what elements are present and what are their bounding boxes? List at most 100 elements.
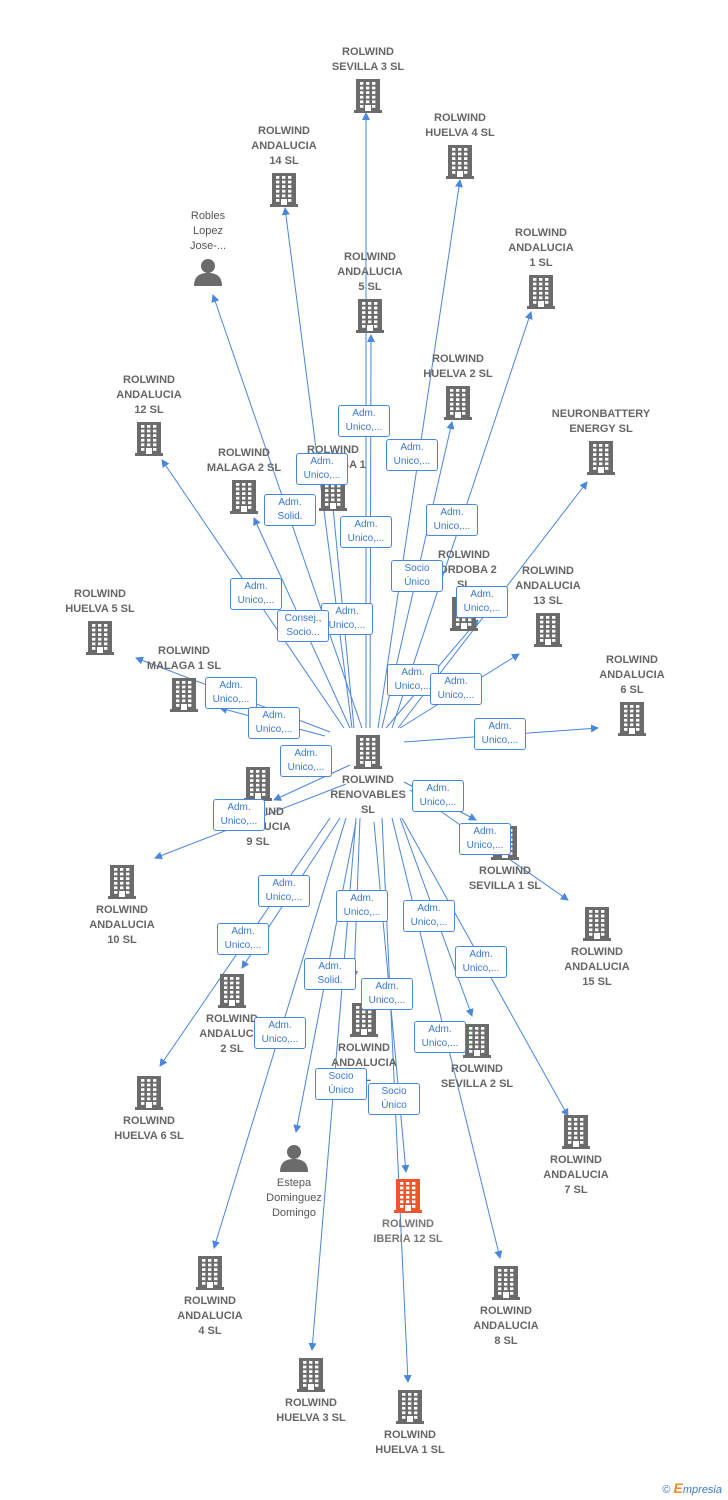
node-label: NEURONBATTERY ENERGY SL (551, 408, 651, 435)
role-badge-12[interactable]: Adm. Unico,... (430, 673, 482, 705)
node-label: ROLWIND SEVILLA 3 SL (331, 46, 405, 73)
node-neuronbattery[interactable]: NEURONBATTERY ENERGY SL (541, 407, 661, 475)
role-badge-29[interactable]: Socio Único (315, 1068, 367, 1100)
node-estepa[interactable]: Estepa Dominguez Domingo (234, 1144, 354, 1221)
node-andalucia6[interactable]: ROLWIND ANDALUCIA 6 SL (572, 653, 692, 736)
node-label: ROLWIND HUELVA 2 SL (423, 353, 493, 380)
building-icon (481, 275, 601, 309)
node-label: ROLWIND HUELVA 4 SL (425, 112, 495, 139)
building-icon (516, 1115, 636, 1149)
building-icon (89, 422, 209, 456)
role-badge-0[interactable]: Adm. Unico,... (338, 405, 390, 437)
role-badge-24[interactable]: Adm. Unico,... (455, 946, 507, 978)
role-badge-6[interactable]: Adm. Unico,... (230, 578, 282, 610)
node-malaga2[interactable]: ROLWIND MALAGA 2 SL (184, 446, 304, 514)
node-huelva6[interactable]: ROLWIND HUELVA 6 SL (89, 1076, 209, 1144)
building-icon (417, 1024, 537, 1058)
node-huelva4[interactable]: ROLWIND HUELVA 4 SL (400, 111, 520, 179)
role-badge-28[interactable]: Adm. Unico,... (414, 1021, 466, 1053)
node-sevilla2[interactable]: ROLWIND SEVILLA 2 SL (417, 1024, 537, 1092)
role-badge-9[interactable]: Adm. Unico,... (321, 603, 373, 635)
role-badge-20[interactable]: Adm. Unico,... (258, 875, 310, 907)
role-badge-19[interactable]: Adm. Unico,... (459, 823, 511, 855)
role-badge-5[interactable]: Adm. Unico,... (426, 504, 478, 536)
role-badge-25[interactable]: Adm. Solid. (304, 958, 356, 990)
node-robles[interactable]: Robles Lopez Jose-... (148, 209, 268, 286)
node-huelva1[interactable]: ROLWIND HUELVA 1 SL (350, 1390, 470, 1458)
copyright-symbol: © (662, 1484, 671, 1496)
role-badge-16[interactable]: Adm. Unico,... (280, 745, 332, 777)
role-badge-15[interactable]: Adm. Unico,... (474, 718, 526, 750)
role-badge-17[interactable]: Adm. Unico,... (412, 780, 464, 812)
footer-brand: © Empresia (662, 1480, 722, 1496)
role-badge-8[interactable]: Adm. Unico,... (456, 586, 508, 618)
node-iberia12[interactable]: ROLWIND IBERIA 12 SL (348, 1179, 468, 1247)
building-icon (124, 678, 244, 712)
node-label: ROLWIND ANDALUCIA 6 SL (599, 654, 665, 696)
node-andalucia3[interactable]: ROLWIND ANDALUCIA SL (304, 1003, 424, 1086)
building-icon (488, 613, 608, 647)
node-andalucia7[interactable]: ROLWIND ANDALUCIA 7 SL (516, 1115, 636, 1198)
node-label: ROLWIND IBERIA 12 SL (373, 1218, 443, 1245)
node-label: Estepa Dominguez Domingo (266, 1177, 322, 1219)
role-badge-13[interactable]: Adm. Unico,... (205, 677, 257, 709)
node-andalucia14[interactable]: ROLWIND ANDALUCIA 14 SL (224, 124, 344, 207)
node-renovables[interactable]: ROLWIND RENOVABLES SL (308, 735, 428, 818)
node-label: ROLWIND ANDALUCIA 4 SL (177, 1295, 243, 1337)
building-icon (172, 974, 292, 1008)
role-badge-11[interactable]: Adm. Unico,... (387, 664, 439, 696)
role-badge-7[interactable]: Socio Único (391, 560, 443, 592)
node-malaga1[interactable]: ROLWIND MALAGA 1 SL (124, 644, 244, 712)
role-badge-30[interactable]: Socio Único (368, 1083, 420, 1115)
edge-16 (273, 764, 351, 801)
role-badge-23[interactable]: Adm. Unico,... (403, 900, 455, 932)
node-label: ROLWIND ANDALUCIA 8 SL (473, 1305, 539, 1347)
node-huelva2[interactable]: ROLWIND HUELVA 2 SL (398, 352, 518, 420)
node-label: ROLWIND MALAGA 1 SL (146, 645, 222, 672)
building-icon (224, 173, 344, 207)
role-badge-21[interactable]: Adm. Unico,... (336, 890, 388, 922)
node-huelva3[interactable]: ROLWIND HUELVA 3 SL (251, 1358, 371, 1426)
building-icon (40, 621, 160, 655)
role-badge-18[interactable]: Adm. Unico,... (213, 799, 265, 831)
role-badge-4[interactable]: Adm. Unico,... (340, 516, 392, 548)
node-sevilla3[interactable]: ROLWIND SEVILLA 3 SL (308, 45, 428, 113)
node-andalucia5[interactable]: ROLWIND ANDALUCIA 5 SL (310, 250, 430, 333)
building-icon (398, 386, 518, 420)
node-huelva5[interactable]: ROLWIND HUELVA 5 SL (40, 587, 160, 655)
node-label: ROLWIND CORDOBA 2 SL (431, 549, 497, 591)
role-badge-14[interactable]: Adm. Unico,... (248, 707, 300, 739)
node-label: ROLWIND RENOVABLES SL (330, 774, 406, 816)
node-andalucia12[interactable]: ROLWIND ANDALUCIA 12 SL (89, 373, 209, 456)
brand-name: mpresia (682, 1484, 722, 1496)
node-label: ROLWIND HUELVA 6 SL (114, 1115, 184, 1142)
node-label: ROLWIND SEVILLA 2 SL (440, 1063, 514, 1090)
building-icon (541, 441, 661, 475)
node-andalucia10[interactable]: ROLWIND ANDALUCIA 10 SL (62, 865, 182, 948)
building-icon (400, 145, 520, 179)
node-andalucia2[interactable]: ROLWIND ANDALUCIA 2 SL (172, 974, 292, 1057)
role-badge-27[interactable]: Adm. Unico,... (254, 1017, 306, 1049)
node-label: ROLWIND ANDALUCIA 15 SL (564, 946, 630, 988)
node-label: ROLWIND HUELVA 5 SL (65, 588, 135, 615)
node-label: ROLWIND MALAGA 2 SL (206, 447, 282, 474)
node-andalucia4[interactable]: ROLWIND ANDALUCIA 4 SL (150, 1256, 270, 1339)
node-andalucia8[interactable]: ROLWIND ANDALUCIA 8 SL (446, 1266, 566, 1349)
role-badge-22[interactable]: Adm. Unico,... (217, 923, 269, 955)
node-label: ROLWIND ANDALUCIA 1 SL (508, 227, 574, 269)
node-andalucia13[interactable]: ROLWIND ANDALUCIA 13 SL (488, 564, 608, 647)
node-andalucia15[interactable]: ROLWIND ANDALUCIA 15 SL (537, 907, 657, 990)
role-badge-10[interactable]: Consej., Socio... (277, 610, 329, 642)
role-badge-2[interactable]: Adm. Unico,... (296, 453, 348, 485)
node-andalucia1[interactable]: ROLWIND ANDALUCIA 1 SL (481, 226, 601, 309)
node-label: ROLWIND ANDALUCIA 5 SL (337, 251, 403, 293)
node-label: ROLWIND HUELVA 1 SL (375, 1429, 445, 1456)
building-icon (572, 702, 692, 736)
role-badge-26[interactable]: Adm. Unico,... (361, 978, 413, 1010)
role-badge-3[interactable]: Adm. Solid. (264, 494, 316, 526)
building-icon (184, 480, 304, 514)
node-label: ROLWIND ANDALUCIA 13 SL (515, 565, 581, 607)
role-badge-1[interactable]: Adm. Unico,... (386, 439, 438, 471)
building-icon (348, 1179, 468, 1213)
person-icon (148, 258, 268, 286)
